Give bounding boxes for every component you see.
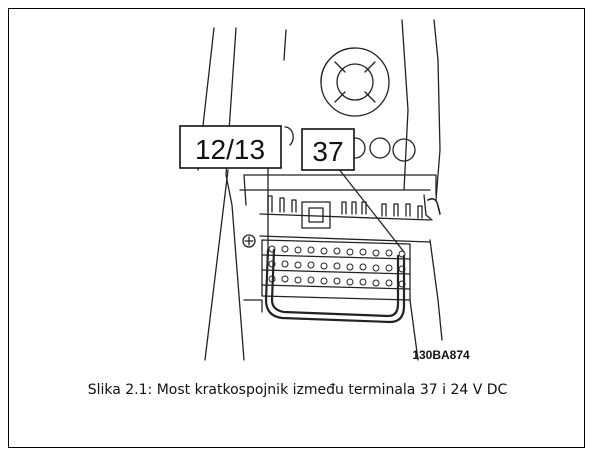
label-terminal-right: 37 [312,136,343,167]
figure-caption: Slika 2.1: Most kratkospojnik između ter… [87,382,508,398]
leader-line-right [337,167,405,253]
figure-code: 130BA874 [412,348,470,362]
terminal-screws [268,245,406,288]
figure-frame [8,8,585,448]
jumper-wire [264,248,406,324]
label-terminal-left: 12/13 [195,134,265,165]
pin-row-left [267,195,297,213]
label-box-right: 37 [301,128,355,171]
housing-left-outer-edge [204,169,229,361]
keypad-ring-icon [320,47,390,117]
center-switch-icon [301,201,331,229]
terminal-block [261,239,411,301]
mounting-screw-icon [242,234,256,248]
housing-left-edge [225,27,245,361]
pin-row-right [341,201,423,219]
label-box-left: 12/13 [179,125,282,169]
